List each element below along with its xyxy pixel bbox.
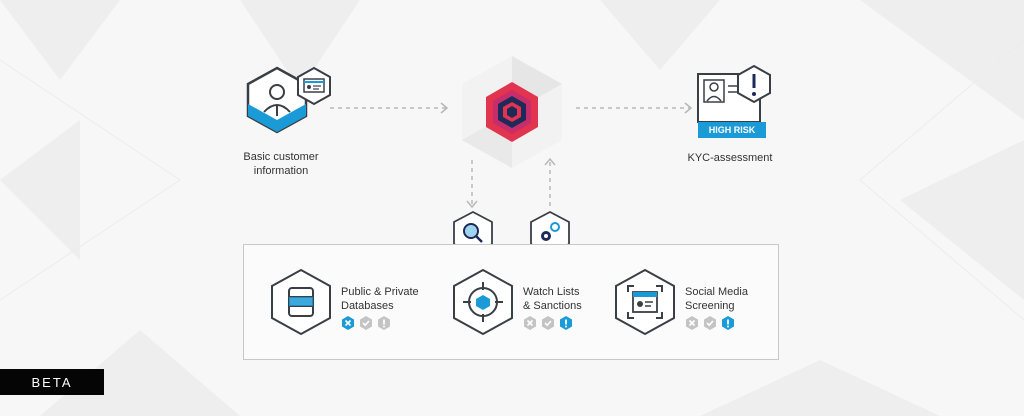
source-1-line2: Databases — [341, 300, 394, 312]
customer-info-icon — [246, 66, 331, 134]
input-label-line2: information — [253, 165, 309, 177]
core-engine-icon — [462, 56, 562, 168]
source-3-line2: Screening — [685, 300, 735, 312]
high-risk-badge: HIGH RISK — [698, 122, 766, 138]
source-1-label: Public & Private Databases — [341, 285, 441, 313]
database-icon — [271, 268, 331, 336]
pass-status-icon — [360, 316, 372, 330]
watchlist-target-icon — [453, 268, 513, 336]
source-2-status — [523, 316, 573, 330]
input-label: Basic customer information — [226, 150, 336, 178]
fail-status-icon — [342, 316, 354, 330]
warn-status-icon — [378, 316, 390, 330]
output-label: KYC-assessment — [687, 152, 773, 164]
source-3-line1: Social Media — [685, 286, 748, 298]
social-media-screen-icon — [615, 268, 675, 336]
source-2-line2: & Sanctions — [523, 300, 582, 312]
source-1-line1: Public & Private — [341, 286, 419, 298]
source-3-label: Social Media Screening — [685, 285, 775, 313]
kyc-assessment-icon — [697, 64, 771, 123]
pass-status-icon — [704, 316, 716, 330]
input-label-line1: Basic customer — [243, 151, 319, 163]
fail-status-icon — [686, 316, 698, 330]
source-2-line1: Watch Lists — [523, 286, 580, 298]
beta-badge: BETA — [0, 369, 104, 395]
fail-status-icon — [524, 316, 536, 330]
source-1-status — [341, 316, 391, 330]
warn-status-icon — [560, 316, 572, 330]
source-2-label: Watch Lists & Sanctions — [523, 285, 613, 313]
source-3-status — [685, 316, 735, 330]
pass-status-icon — [542, 316, 554, 330]
warn-status-icon — [722, 316, 734, 330]
